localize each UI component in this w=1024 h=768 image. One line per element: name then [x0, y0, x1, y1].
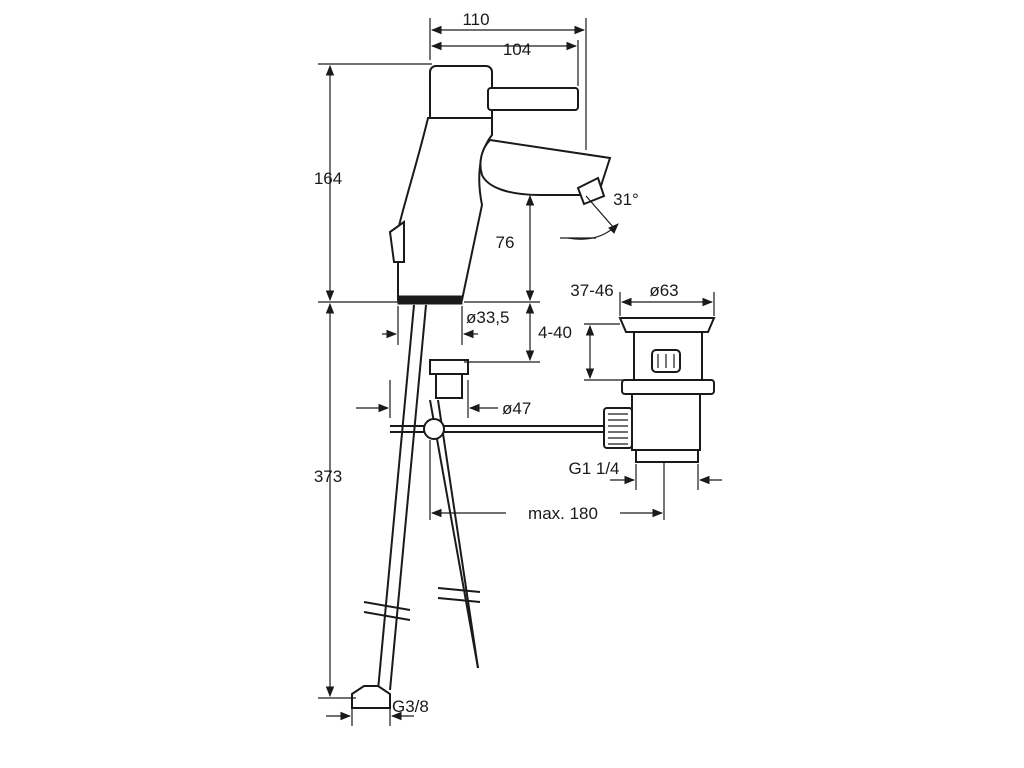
dim-110: 110 [462, 10, 489, 29]
mounting-sleeve [435, 373, 463, 399]
dim-hole-dia: ø47 [502, 399, 531, 418]
dim-4-40: 4-40 [538, 323, 572, 342]
pop-up-lever [388, 220, 405, 263]
faucet-column [397, 117, 493, 301]
break-mark-left [363, 601, 411, 621]
lever-handle [487, 87, 579, 111]
faucet-base [397, 295, 463, 305]
dim-37-46: 37-46 [570, 281, 613, 300]
dim-104: 104 [503, 40, 531, 59]
waste-valve [618, 317, 716, 463]
hose-nut [351, 685, 391, 709]
mounting-nut [429, 359, 469, 375]
break-mark-right [437, 587, 481, 603]
supply-hose-left [377, 304, 415, 691]
aerator [576, 176, 606, 206]
supply-hose-left-inner [389, 304, 427, 691]
faucet-body [388, 65, 612, 305]
waste-nut [621, 379, 715, 395]
dim-max-180: max. 180 [528, 504, 598, 523]
dim-373: 373 [314, 467, 342, 486]
waste-flange [618, 317, 716, 333]
waste-body-lower [631, 393, 701, 451]
rod-pivot [423, 418, 445, 440]
dim-hose-thread: G3/8 [392, 697, 429, 716]
dim-waste-dia: ø63 [649, 281, 678, 300]
dim-waste-thread: G1 1/4 [568, 459, 619, 478]
dim-164: 164 [314, 169, 342, 188]
dimension-labels: 110 104 164 76 31° 37-46 ø63 ø33,5 4-40 … [314, 10, 679, 716]
supply-hose-right [429, 399, 479, 669]
supply-hose-right-inner [437, 399, 479, 669]
faucet-lever [429, 65, 493, 125]
waste-tail [635, 449, 699, 463]
dim-base-dia: ø33,5 [466, 308, 509, 327]
dim-76: 76 [496, 233, 515, 252]
under-deck [351, 304, 481, 709]
dim-31-degree: 31° [613, 190, 639, 209]
dimension-lines [318, 18, 722, 726]
faucet-spout [479, 138, 612, 196]
pop-up-rod [390, 407, 633, 449]
